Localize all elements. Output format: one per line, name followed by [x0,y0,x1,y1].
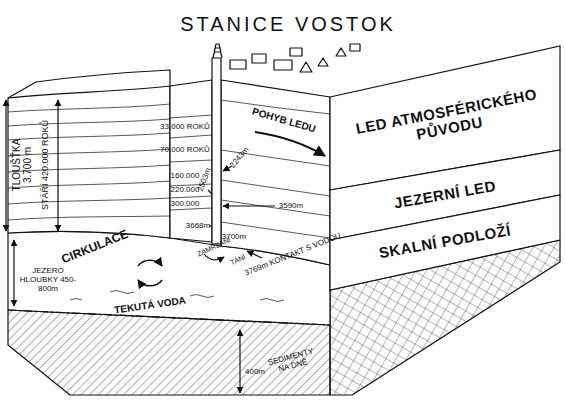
age-label: 300.000 [171,200,200,209]
circulation-arrow [138,280,162,286]
band-shape [330,195,560,290]
freeze-thaw-arrow [204,254,224,260]
depth-label: 3668m [186,222,210,231]
dimension-label: JEZERO HLOUBKY 450-800m [17,267,79,293]
rock-band: SKALNÍ PODLOŽÍ [330,195,560,290]
age-label: 70.000 ROKŮ [160,146,210,155]
depth-label: 3769m KONTAKT S VODOU [244,232,343,279]
depth-label: 3590m [279,202,303,211]
age-label: 160.000 [171,172,200,181]
dimension-label: STÁŘÍ 420.000 ROKŮ [41,120,51,210]
station-building [350,44,360,51]
sediment-layer [8,310,330,395]
ice-front-right [221,80,330,265]
circulation-label: CIRKULACE [60,228,130,267]
station-building [274,60,292,70]
thickness-dimension [5,100,6,231]
station-building [290,48,302,56]
drill-tower [213,44,222,58]
station-building [252,54,266,63]
flow-label: POHYB LEDU [251,106,317,135]
age-dimension [57,100,58,231]
station-tents [300,48,346,72]
ice-flow-arrow [255,132,325,156]
diagram-title: STANICE VOSTOK [180,13,396,36]
sediment-dimension [239,330,240,393]
leader-line [247,251,262,258]
ice-strata [8,104,170,220]
leader-line [208,190,212,194]
circulation-arrow [138,260,162,266]
process-label: TÁNÍ [229,253,247,267]
station-building [230,60,246,69]
leader-line [223,205,275,206]
borehole [212,58,221,244]
water-label: TEKUTÁ VODA [113,295,186,316]
ice-strata [221,100,330,238]
drawing [6,44,560,395]
sediment-label: SEDIMENTY NA DNĚ [263,346,322,377]
ice-core-face [170,80,212,242]
age-label: 33.000 ROKŮ [160,123,210,132]
process-label: ZAMRZÁNÍ [196,236,232,258]
age-label: 220.000 [171,186,200,195]
dimension-label: 400m [245,368,265,377]
lake-depth-dimension [13,240,14,306]
ice-front-left [8,86,170,238]
snow-surface [8,70,170,98]
water-boundary [8,310,330,325]
dimension-label: TLOUŠŤKA 3.700 m [11,134,33,196]
depth-label: 2243m [229,146,251,170]
